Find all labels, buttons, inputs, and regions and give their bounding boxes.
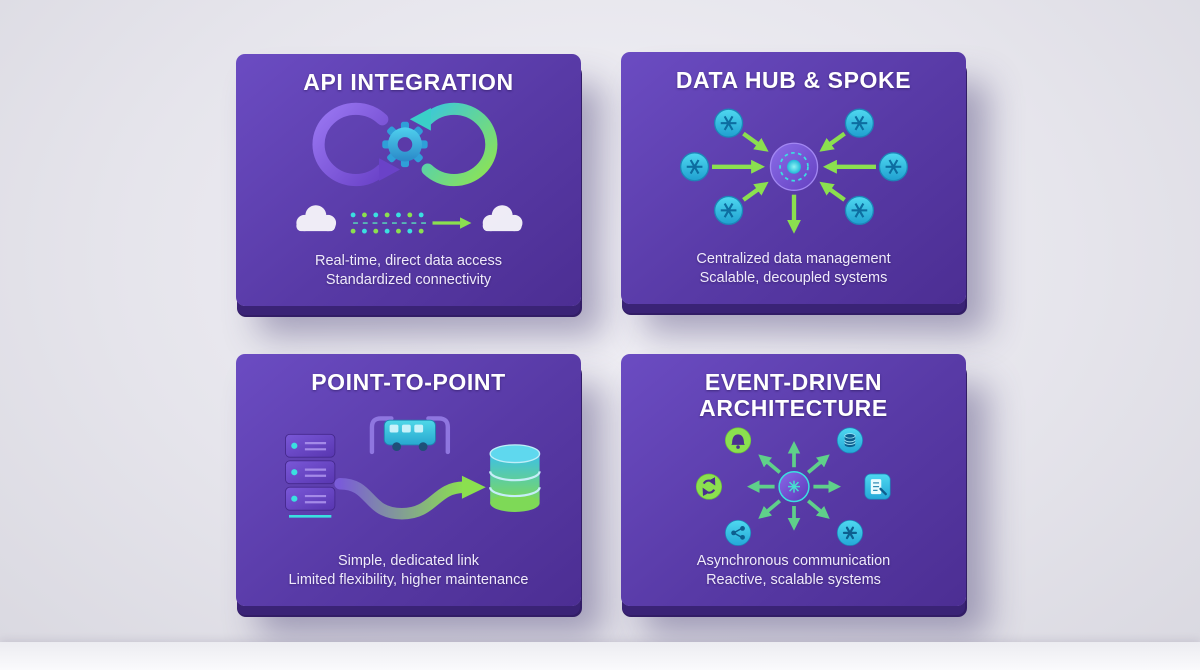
database-cylinder-icon xyxy=(488,444,541,512)
point-to-point-illustration xyxy=(236,396,581,552)
cloud-icon xyxy=(295,205,336,231)
bell-icon xyxy=(724,427,751,454)
card-title: EVENT-DRIVEN ARCHITECTURE xyxy=(699,369,888,421)
description-line: Scalable, decoupled systems xyxy=(699,270,888,287)
hub-spoke-diagram-icon xyxy=(679,108,908,234)
event-hub-icon xyxy=(777,470,810,502)
event-driven-illustration xyxy=(621,422,966,552)
card-title: POINT-TO-POINT xyxy=(311,369,506,395)
spoke-node-icon xyxy=(713,195,743,225)
description-line: Standardized connectivity xyxy=(325,272,492,289)
spoke-node-icon xyxy=(844,108,874,138)
card-description: Asynchronous communication Reactive, sca… xyxy=(697,552,890,591)
spoke-node-icon xyxy=(713,108,743,138)
description-line: Reactive, scalable systems xyxy=(706,572,881,589)
card-data-hub-spoke: DATA HUB & SPOKE xyxy=(621,52,966,304)
card-title: DATA HUB & SPOKE xyxy=(675,67,912,93)
hub-spoke-illustration xyxy=(621,94,966,250)
bus-icon xyxy=(369,416,450,454)
inbound-arrow-icon xyxy=(711,131,876,202)
card-point-to-point: POINT-TO-POINT xyxy=(236,354,581,606)
card-description: Real-time, direct data access Standardiz… xyxy=(315,252,502,291)
card-event-driven-architecture: EVENT-DRIVEN ARCHITECTURE xyxy=(621,354,966,606)
asterisk-icon xyxy=(836,519,863,546)
sync-loops-icon xyxy=(295,102,522,234)
document-icon xyxy=(863,473,891,500)
point-to-point-diagram-icon xyxy=(284,416,541,520)
spoke-node-icon xyxy=(844,195,874,225)
card-api-integration: API INTEGRATION xyxy=(236,54,581,306)
share-icon xyxy=(724,519,751,546)
card-description: Simple, dedicated link Limited flexibili… xyxy=(289,552,529,591)
description-line: Real-time, direct data access xyxy=(315,252,502,269)
spoke-node-icon xyxy=(679,151,709,182)
data-flow-dots-icon xyxy=(350,212,426,234)
description-line: Simple, dedicated link xyxy=(337,552,480,569)
gear-icon xyxy=(381,121,428,167)
green-loop-arrow-icon xyxy=(409,102,497,186)
purple-loop-arrow-icon xyxy=(312,102,400,186)
api-integration-illustration xyxy=(236,96,581,252)
event-driven-diagram-icon xyxy=(695,427,891,546)
description-line: Limited flexibility, higher maintenance xyxy=(288,572,529,589)
floor xyxy=(0,642,1200,670)
refresh-icon xyxy=(695,473,722,500)
server-icon xyxy=(284,433,335,518)
card-title: API INTEGRATION xyxy=(303,69,514,95)
radiating-arrows-icon xyxy=(746,440,841,531)
hub-icon xyxy=(769,142,818,191)
card-description: Centralized data management Scalable, de… xyxy=(696,250,890,289)
description-line: Asynchronous communication xyxy=(696,552,891,569)
curved-arrow-icon xyxy=(333,475,486,520)
spoke-node-icon xyxy=(878,151,908,182)
database-icon xyxy=(836,427,863,454)
spoke-nodes xyxy=(679,108,908,225)
flow-arrow-icon xyxy=(431,217,471,229)
description-line: Centralized data management xyxy=(696,250,891,267)
cloud-icon xyxy=(482,205,522,231)
